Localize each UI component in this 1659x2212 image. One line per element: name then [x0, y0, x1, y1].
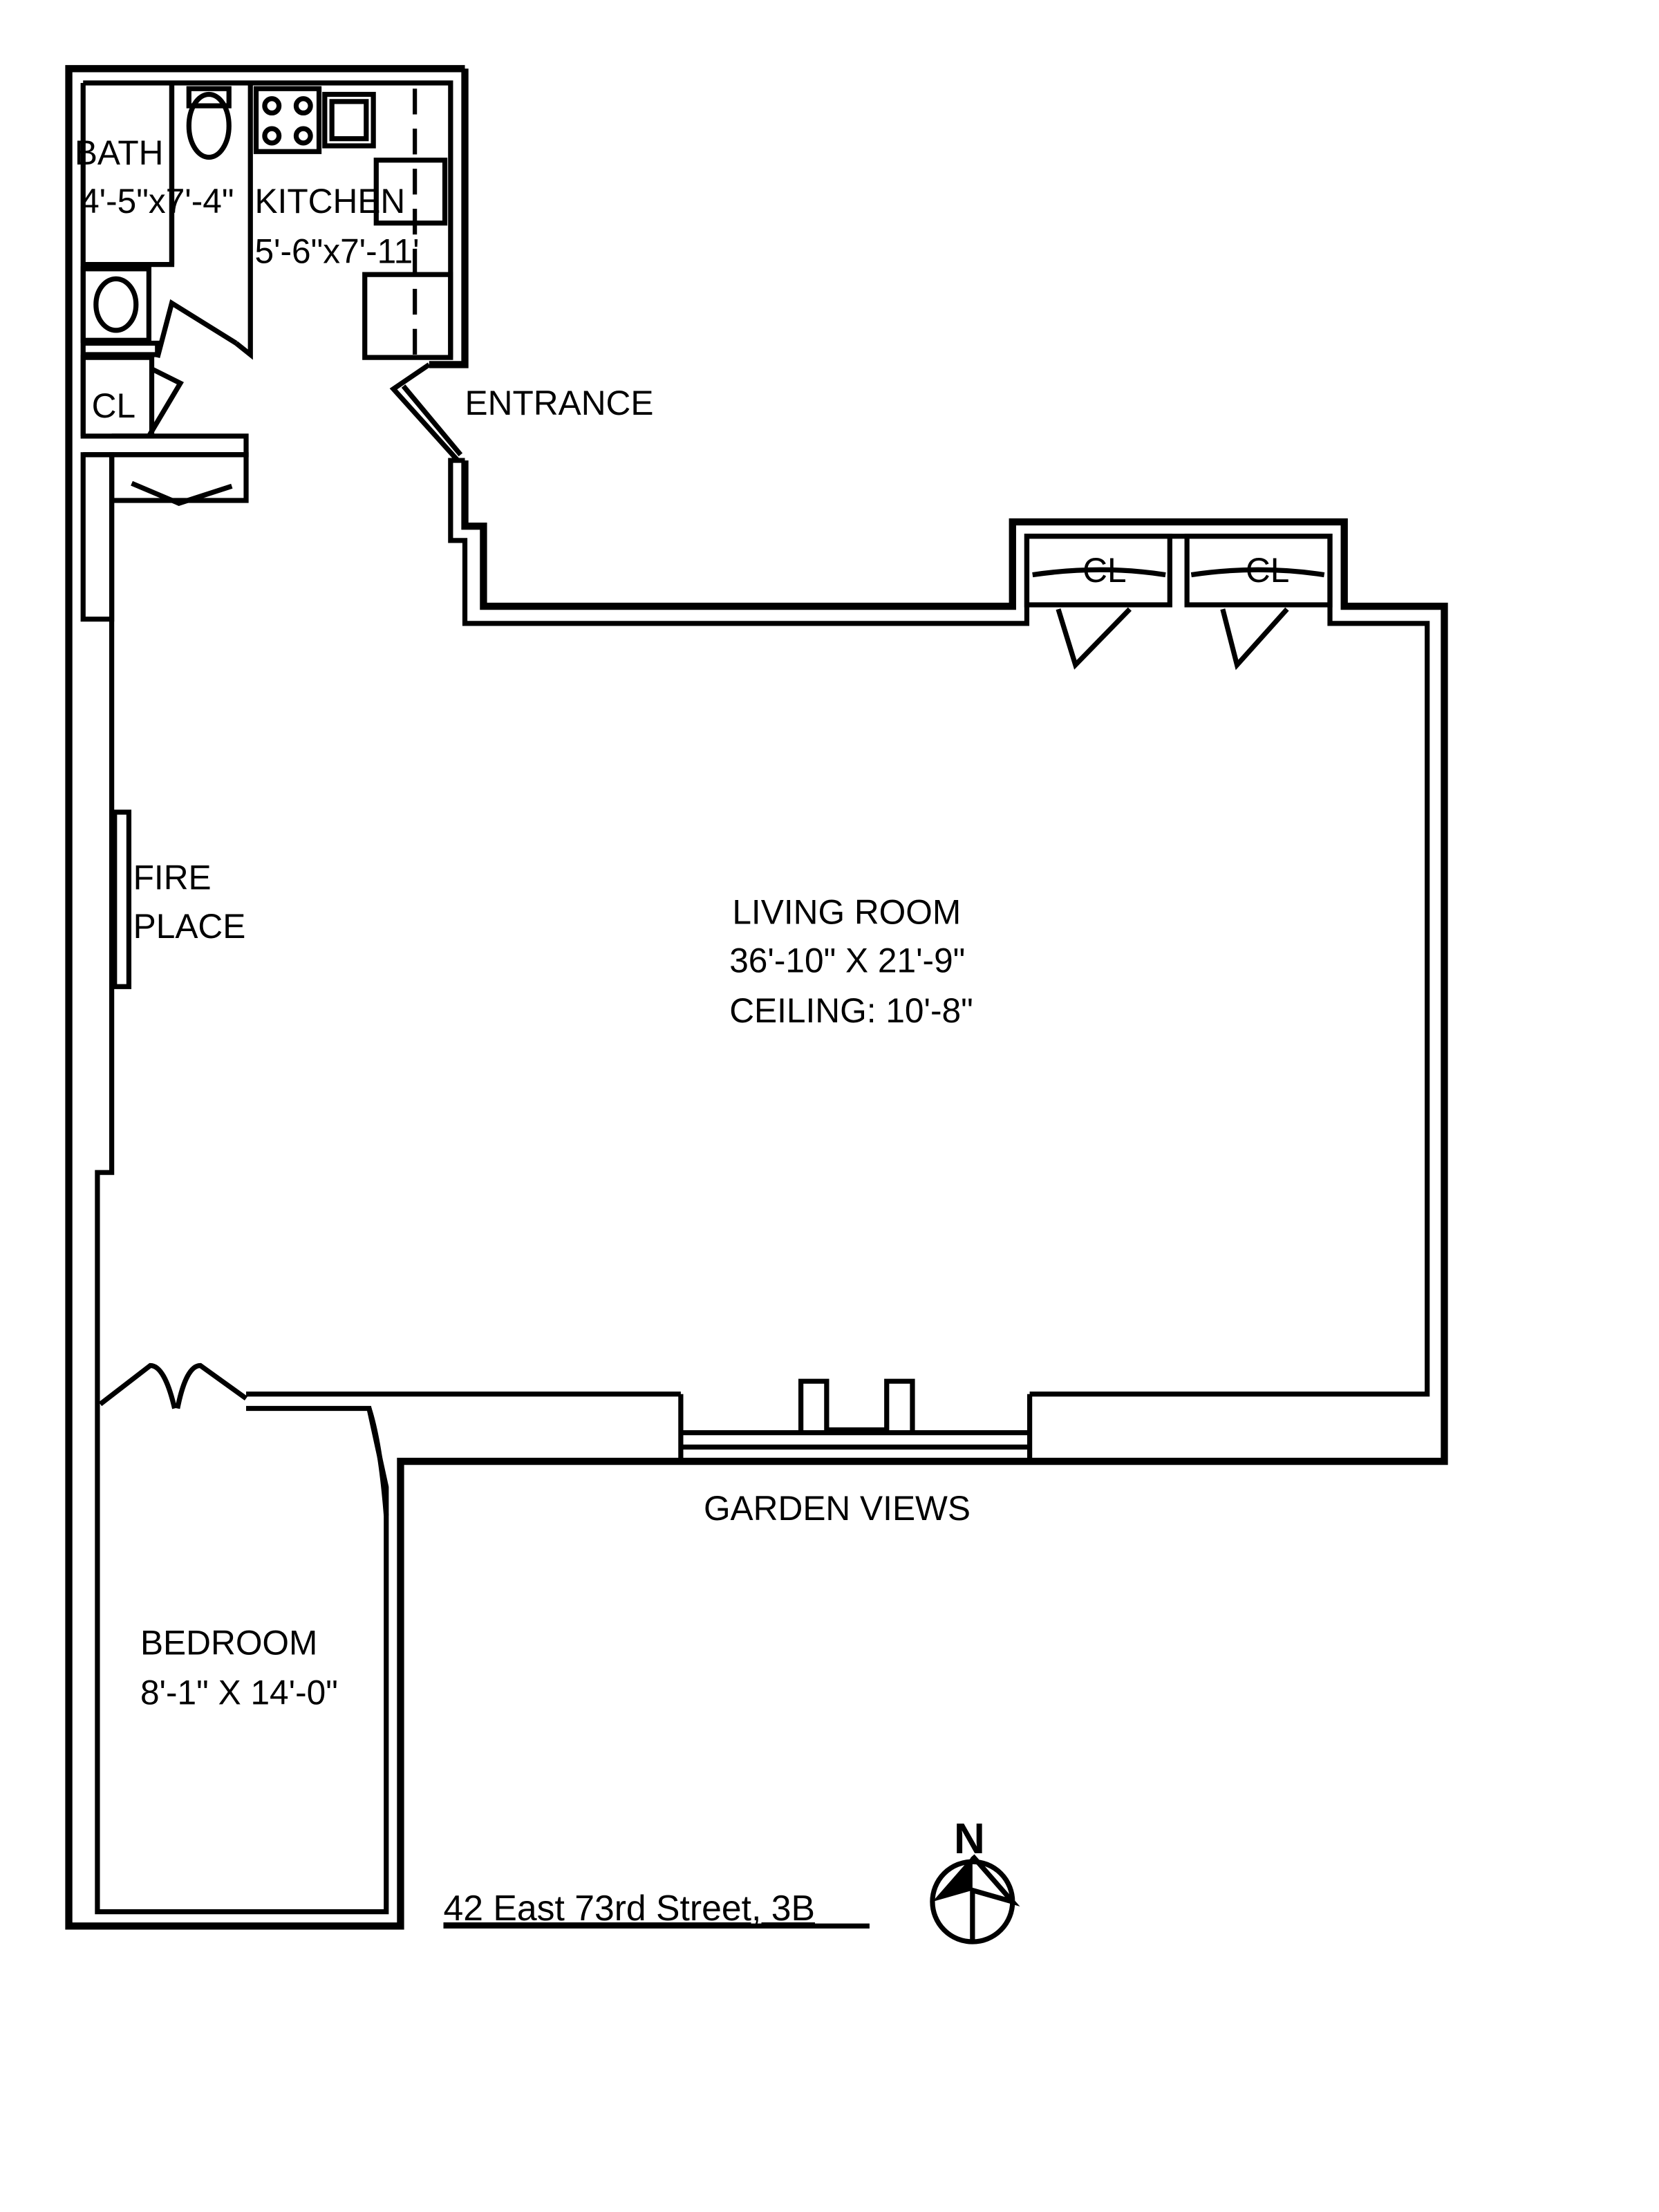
kitchen-size: 5'-6"x7'-11'	[254, 232, 419, 271]
closet-label-1: CL	[1082, 551, 1126, 590]
living-closets	[1024, 534, 1333, 671]
garden-views-label: GARDEN VIEWS	[704, 1489, 971, 1528]
north-label: N	[954, 1815, 985, 1863]
fridge-icon	[362, 272, 453, 360]
fireplace-label-line2: PLACE	[133, 907, 246, 946]
living-room-label: LIVING ROOM	[732, 892, 961, 931]
north-arrow-icon: N	[930, 1815, 1020, 1944]
window-bay	[678, 1378, 1033, 1462]
closet-label-2: CL	[1246, 551, 1289, 590]
entrance-door	[389, 362, 463, 462]
fireplace-label-line1: FIRE	[133, 859, 212, 897]
kitchen-label: KITCHEN	[254, 182, 405, 221]
stove-icon	[253, 86, 322, 154]
toilet-icon	[186, 91, 232, 160]
bath-size: 4'-5"x7'-4"	[80, 182, 234, 221]
bedroom-label: BEDROOM	[140, 1623, 317, 1662]
living-room-size: 36'-10" X 21'-9"	[729, 941, 965, 980]
counter	[373, 158, 448, 226]
bedroom-door	[98, 1362, 389, 1516]
hall-closet-label: CL	[92, 386, 135, 425]
bedroom-size: 8'-1" X 14'-0"	[140, 1674, 338, 1712]
sink-icon	[322, 91, 376, 149]
bathroom	[80, 82, 253, 360]
fireplace	[112, 809, 132, 989]
wall-shelf	[80, 433, 249, 622]
kitchen	[253, 86, 453, 360]
living-room-ceiling: CEILING: 10'-8"	[729, 991, 973, 1030]
address-label: 42 East 73rd Street, 3B	[443, 1888, 814, 1928]
bath-label: BATH	[75, 133, 164, 172]
entrance-label: ENTRANCE	[465, 384, 654, 422]
sink-icon	[93, 276, 139, 333]
